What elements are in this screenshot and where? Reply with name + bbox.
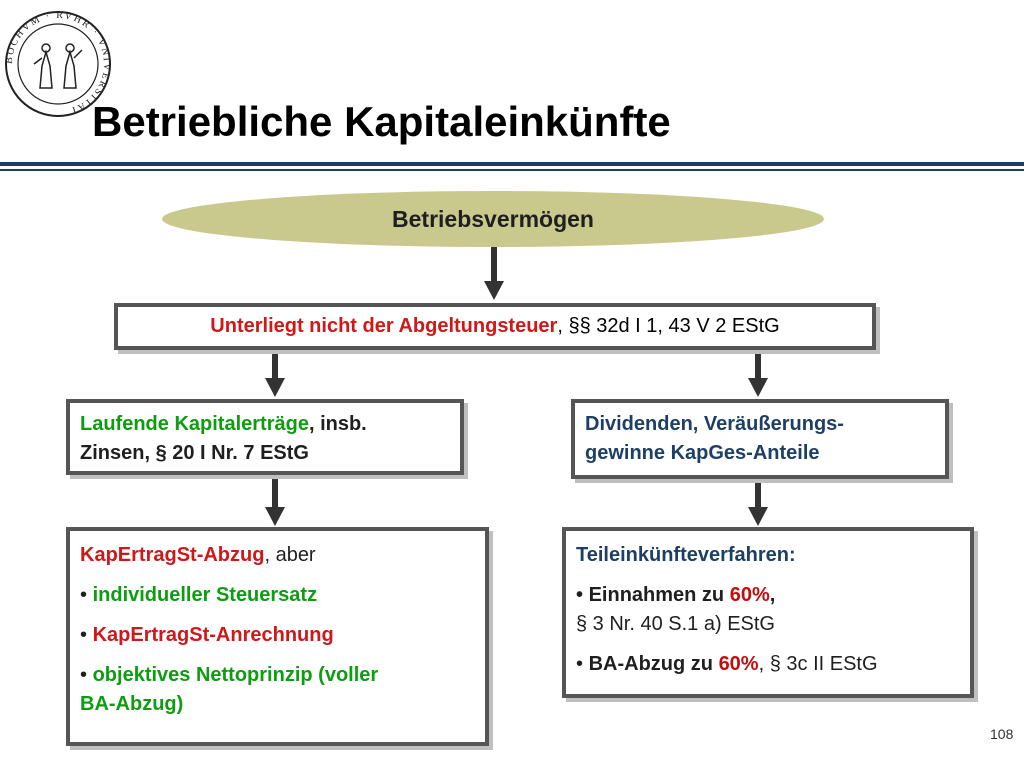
left-detail-bullet-1-text: individueller Steuersatz (92, 584, 318, 606)
right-detail-heading: Teileinkünfteverfahren: (576, 544, 796, 566)
arrow-left-to-detail (265, 477, 285, 526)
right-detail-bullet-2: • BA-Abzug zu 60%, § 3c II EStG (576, 650, 962, 679)
right-detail-bullet-2-percent: 60% (718, 653, 759, 675)
left-detail-bullet-3-line1: objektives Nettoprinzip (voller (92, 664, 379, 686)
left-detail-node: KapErtragSt-Abzug, aber • individueller … (66, 527, 489, 746)
bullet-marker: • (80, 584, 88, 606)
left-detail-heading: KapErtragSt-Abzug (80, 544, 265, 566)
arrow-root-to-main (484, 247, 504, 300)
bullet-marker: • (80, 624, 88, 646)
right-detail-bullet-2-text: BA-Abzug zu (588, 653, 719, 675)
main-node-reference: , §§ 32d I 1, 43 V 2 EStG (557, 315, 780, 337)
page-number: 108 (990, 726, 1014, 742)
slide-title: Betriebliche Kapitaleinkünfte (92, 98, 671, 145)
right-detail-node: Teileinkünfteverfahren: • Einnahmen zu 6… (562, 527, 974, 698)
right-detail-bullet-1-reference: § 3 Nr. 40 S.1 a) EStG (576, 613, 775, 635)
right-detail-bullet-1-comma: , (769, 584, 776, 606)
right-branch-node: Dividenden, Veräußerungs- gewinne KapGes… (571, 399, 949, 479)
arrow-main-to-right (748, 350, 768, 397)
bullet-marker: • (576, 653, 584, 675)
arrow-main-to-left (265, 350, 285, 397)
title-divider (0, 162, 1024, 166)
university-seal-icon: BOCHVM · RVHR · VNIVERSITAT (4, 10, 111, 117)
main-node-emphasis: Unterliegt nicht der Abgeltungsteuer (210, 315, 558, 337)
left-detail-bullet-1: • individueller Steuersatz (80, 581, 477, 610)
bullet-marker: • (576, 584, 584, 606)
right-detail-bullet-1-percent: 60% (729, 584, 770, 606)
arrow-right-to-detail (748, 480, 768, 526)
title-divider-thin (0, 169, 1024, 171)
right-detail-bullet-1: • Einnahmen zu 60%, § 3 Nr. 40 S.1 a) ES… (576, 581, 962, 639)
bullet-marker: • (80, 664, 88, 686)
root-node-betriebsvermoegen: Betriebsvermögen (162, 191, 824, 247)
root-node-label: Betriebsvermögen (392, 205, 594, 232)
left-detail-heading-rest: , aber (264, 544, 316, 566)
main-node-abgeltungsteuer: Unterliegt nicht der Abgeltungsteuer, §§… (114, 303, 876, 350)
right-branch-line2: gewinne KapGes-Anteile (585, 442, 820, 464)
right-branch-line1: Dividenden, Veräußerungs- (585, 413, 844, 435)
left-detail-bullet-3-line2: BA-Abzug) (80, 693, 184, 715)
left-detail-bullet-2: • KapErtragSt-Anrechnung (80, 621, 477, 650)
left-branch-emphasis: Laufende Kapitalerträge (80, 413, 309, 435)
left-branch-line2: Zinsen, § 20 I Nr. 7 EStG (80, 442, 309, 464)
left-branch-node: Laufende Kapitalerträge, insb. Zinsen, §… (66, 399, 464, 475)
right-detail-bullet-1-text: Einnahmen zu (588, 584, 730, 606)
left-branch-line1-rest: , insb. (308, 413, 367, 435)
right-detail-bullet-2-reference: , § 3c II EStG (758, 653, 878, 675)
left-detail-bullet-2-text: KapErtragSt-Anrechnung (92, 624, 334, 646)
left-detail-bullet-3: • objektives Nettoprinzip (voller BA-Abz… (80, 661, 477, 719)
